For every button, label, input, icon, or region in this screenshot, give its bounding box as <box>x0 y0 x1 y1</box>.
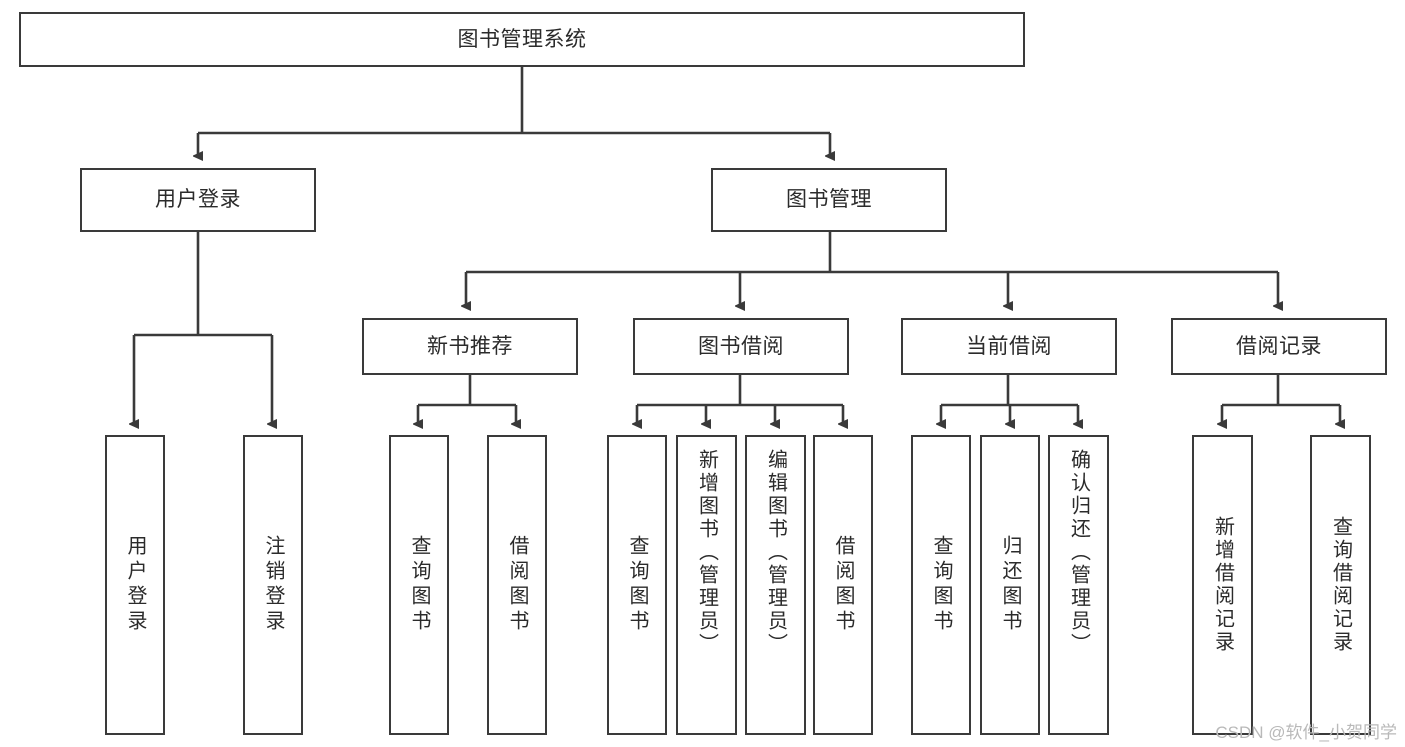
node-label: 查询图书 <box>408 535 430 635</box>
csdn-watermark: CSDN @软件_小贺同学 <box>1215 723 1397 742</box>
leaf-records-query-record[interactable]: 查询借阅记录 <box>1310 435 1371 735</box>
node-label: 图书管理系统 <box>457 27 587 51</box>
leaf-new-book-borrow[interactable]: 借阅图书 <box>487 435 547 735</box>
leaf-borrow-edit-book-admin[interactable]: 编辑图书（管理员） <box>745 435 806 735</box>
leaf-user-login-logout[interactable]: 注销登录 <box>243 435 303 735</box>
node-label: 注销登录 <box>262 535 284 635</box>
leaf-new-book-query[interactable]: 查询图书 <box>389 435 449 735</box>
node-book-borrow[interactable]: 图书借阅 <box>633 318 849 375</box>
node-root-system[interactable]: 图书管理系统 <box>19 12 1025 67</box>
node-label: 新增图书（管理员） <box>695 449 718 656</box>
node-label: 新书推荐 <box>427 334 513 358</box>
leaf-current-confirm-return-admin[interactable]: 确认归还（管理员） <box>1048 435 1109 735</box>
node-label: 确认归还（管理员） <box>1067 449 1090 656</box>
node-borrow-records[interactable]: 借阅记录 <box>1171 318 1387 375</box>
leaf-borrow-borrow-book[interactable]: 借阅图书 <box>813 435 873 735</box>
node-current-borrow[interactable]: 当前借阅 <box>901 318 1117 375</box>
node-label: 当前借阅 <box>966 334 1052 358</box>
node-label: 用户登录 <box>124 535 146 635</box>
node-label: 查询图书 <box>626 535 648 635</box>
node-user-login[interactable]: 用户登录 <box>80 168 316 232</box>
leaf-borrow-query-book[interactable]: 查询图书 <box>607 435 667 735</box>
leaf-user-login-login[interactable]: 用户登录 <box>105 435 165 735</box>
node-label: 查询借阅记录 <box>1329 516 1352 654</box>
node-label: 借阅图书 <box>832 535 854 635</box>
leaf-current-query-book[interactable]: 查询图书 <box>911 435 971 735</box>
node-label: 归还图书 <box>999 535 1021 635</box>
node-label: 查询图书 <box>930 535 952 635</box>
node-book-management[interactable]: 图书管理 <box>711 168 947 232</box>
node-new-book-recommend[interactable]: 新书推荐 <box>362 318 578 375</box>
node-label: 编辑图书（管理员） <box>764 449 787 656</box>
node-label: 借阅图书 <box>506 535 528 635</box>
node-label: 图书借阅 <box>698 334 784 358</box>
node-label: 借阅记录 <box>1236 334 1322 358</box>
node-label: 新增借阅记录 <box>1211 516 1234 654</box>
node-label: 图书管理 <box>786 188 872 212</box>
node-label: 用户登录 <box>155 188 241 212</box>
leaf-borrow-add-book-admin[interactable]: 新增图书（管理员） <box>676 435 737 735</box>
leaf-current-return-book[interactable]: 归还图书 <box>980 435 1040 735</box>
leaf-records-add-record[interactable]: 新增借阅记录 <box>1192 435 1253 735</box>
